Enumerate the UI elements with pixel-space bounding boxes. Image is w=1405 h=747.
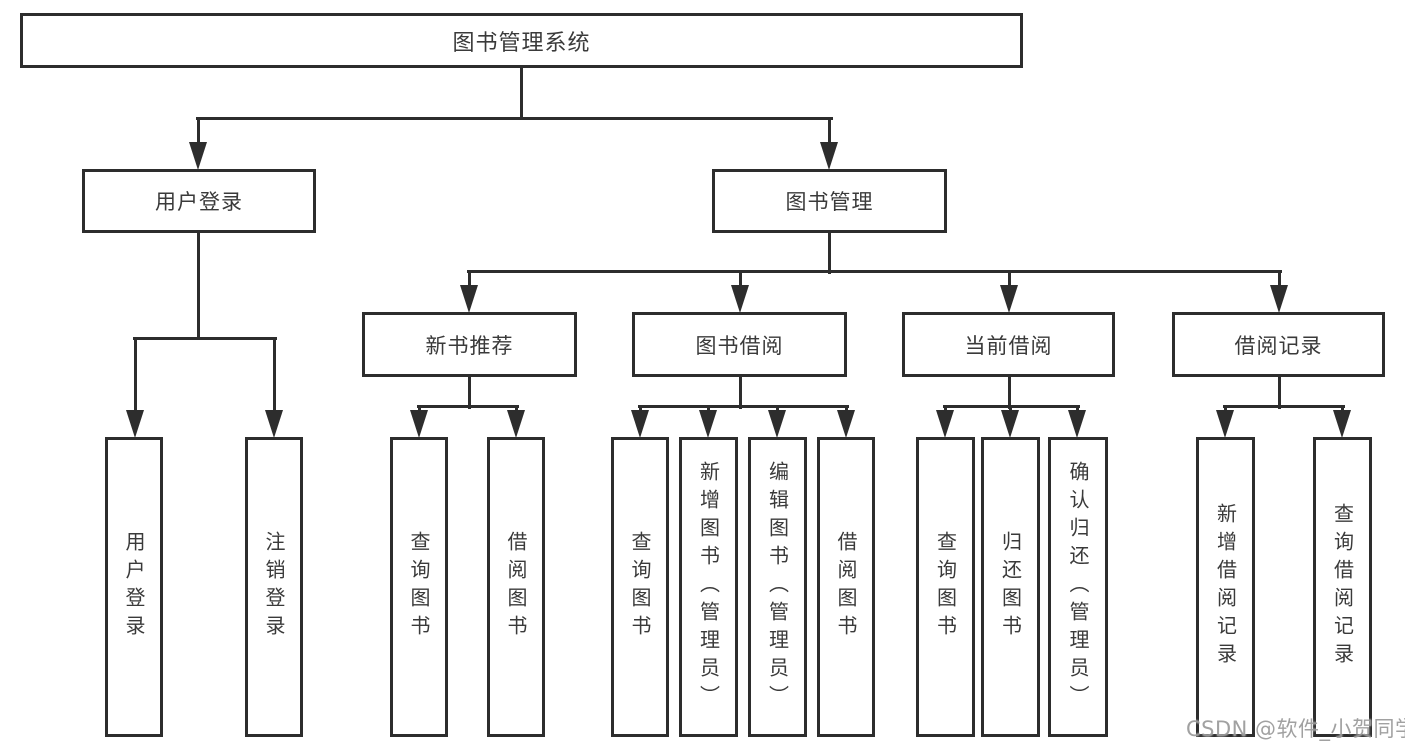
arrow-down-icon [768, 410, 786, 438]
leaf-add-borrow-record: 新增借阅记录 [1196, 437, 1255, 737]
node-book-mgmt: 图书管理 [712, 169, 947, 233]
arrow-down-icon [837, 410, 855, 438]
node-borrow-records-label: 借阅记录 [1234, 333, 1323, 358]
connector-bar [132, 336, 277, 340]
leaf-query-borrow-record-label: 查询借阅记录 [1330, 503, 1355, 671]
leaf-edit-books-admin: 编辑图书（管理员） [748, 437, 807, 737]
arrow-down-icon [731, 285, 749, 313]
leaf-query-books-current-label: 查询图书 [933, 531, 958, 643]
leaf-query-books-recommend-label: 查询图书 [407, 531, 431, 643]
arrow-down-icon [126, 410, 144, 438]
connector-drop [1007, 270, 1011, 291]
arrow-down-icon [265, 410, 283, 438]
leaf-query-books-borrow-label: 查询图书 [628, 531, 652, 643]
leaf-logout: 注销登录 [245, 437, 303, 737]
connector-drop [467, 270, 471, 291]
arrow-down-icon [699, 410, 717, 438]
connector-stem [738, 376, 742, 409]
node-new-book-recommend-label: 新书推荐 [425, 333, 514, 358]
leaf-add-books-admin: 新增图书（管理员） [679, 437, 738, 737]
leaf-confirm-return-admin-label: 确认归还（管理员） [1066, 461, 1090, 713]
leaf-edit-books-admin-label: 编辑图书（管理员） [765, 461, 790, 713]
connector-stem [827, 232, 831, 274]
leaf-query-borrow-record: 查询借阅记录 [1313, 437, 1372, 737]
connector-stem [1007, 376, 1011, 409]
arrow-down-icon [1000, 285, 1018, 313]
connector-drop [827, 117, 831, 148]
arrow-down-icon [936, 410, 954, 438]
arrow-down-icon [1270, 285, 1288, 313]
connector-bar [195, 116, 833, 120]
connector-stem [467, 376, 471, 409]
leaf-query-books-recommend: 查询图书 [390, 437, 448, 737]
connector-drop [272, 337, 276, 416]
connector-stem [519, 66, 523, 119]
leaf-user-login-label: 用户登录 [122, 531, 146, 643]
leaf-borrow-books-label: 借阅图书 [834, 531, 858, 643]
leaf-query-books-borrow: 查询图书 [611, 437, 669, 737]
leaf-borrow-books-recommend-label: 借阅图书 [504, 531, 528, 643]
leaf-user-login: 用户登录 [105, 437, 163, 737]
node-borrow-records: 借阅记录 [1172, 312, 1385, 377]
node-root: 图书管理系统 [20, 13, 1023, 68]
arrow-down-icon [1216, 410, 1234, 438]
connector-bar [637, 404, 849, 408]
leaf-logout-label: 注销登录 [262, 531, 286, 643]
connector-drop [133, 337, 137, 416]
arrow-down-icon [460, 285, 478, 313]
arrow-down-icon [1001, 410, 1019, 438]
connector-stem [1277, 376, 1281, 409]
connector-stem [196, 232, 200, 340]
node-book-borrow: 图书借阅 [632, 312, 847, 377]
leaf-query-books-current: 查询图书 [916, 437, 975, 737]
arrow-down-icon [1333, 410, 1351, 438]
node-book-borrow-label: 图书借阅 [695, 333, 784, 358]
connector-bar [416, 404, 519, 408]
node-book-mgmt-label: 图书管理 [785, 190, 874, 214]
arrow-down-icon [410, 410, 428, 438]
node-user-login: 用户登录 [82, 169, 316, 233]
leaf-borrow-books: 借阅图书 [817, 437, 875, 737]
leaf-return-books: 归还图书 [981, 437, 1040, 737]
connector-drop [738, 270, 742, 291]
leaf-add-borrow-record-label: 新增借阅记录 [1213, 503, 1238, 671]
arrow-down-icon [820, 142, 838, 170]
node-root-label: 图书管理系统 [452, 30, 591, 56]
connector-bar [1222, 404, 1345, 408]
leaf-add-books-admin-label: 新增图书（管理员） [696, 461, 721, 713]
arrow-down-icon [631, 410, 649, 438]
node-new-book-recommend: 新书推荐 [362, 312, 577, 377]
connector-drop [1277, 270, 1281, 291]
node-current-borrow: 当前借阅 [902, 312, 1115, 377]
arrow-down-icon [189, 142, 207, 170]
watermark: CSDN @软件_小贺同学 [1186, 717, 1405, 741]
leaf-return-books-label: 归还图书 [998, 531, 1023, 643]
arrow-down-icon [507, 410, 525, 438]
node-user-login-label: 用户登录 [155, 190, 243, 214]
connector-bar [466, 269, 1282, 273]
arrow-down-icon [1068, 410, 1086, 438]
leaf-confirm-return-admin: 确认归还（管理员） [1048, 437, 1108, 737]
node-current-borrow-label: 当前借阅 [964, 333, 1053, 358]
leaf-borrow-books-recommend: 借阅图书 [487, 437, 545, 737]
connector-drop [196, 117, 200, 148]
